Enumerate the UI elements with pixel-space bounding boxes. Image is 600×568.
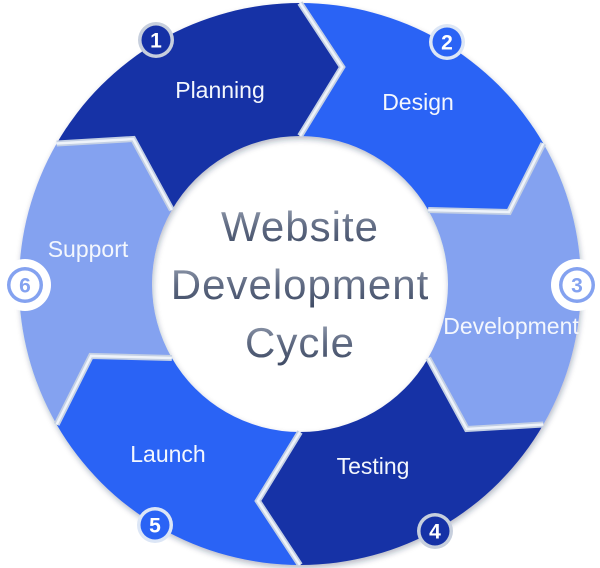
segment-separator-highlight [428, 142, 545, 214]
badge-circle [10, 270, 40, 300]
segment-separators [53, 1, 547, 567]
step-badge-3: 3 [551, 259, 600, 311]
segment-label-support: Support [48, 236, 129, 262]
step-badge-4: 4 [417, 513, 453, 549]
segment-separator-highlight [256, 431, 302, 566]
segment-support [19, 139, 172, 425]
title-line-1: Website [221, 203, 379, 250]
badge-number: 1 [150, 30, 162, 53]
segment-label-planning: Planning [175, 77, 265, 103]
segment-planning [56, 3, 343, 210]
segment-launch [56, 355, 301, 565]
step-badge-5: 5 [137, 507, 173, 543]
badge-number: 3 [571, 275, 583, 298]
badge-circle [432, 27, 462, 57]
title-line-3: Cycle [245, 319, 355, 366]
segment-design [300, 3, 544, 213]
cycle-ring [19, 3, 581, 565]
step-badge-6: 6 [0, 259, 51, 311]
segment-label-testing: Testing [337, 453, 410, 479]
badge-number: 6 [19, 275, 31, 298]
segment-label-design: Design [382, 89, 454, 115]
center-title: Website Development Cycle [171, 203, 429, 366]
segment-development [428, 143, 581, 429]
segment-separator-highlight [56, 137, 173, 211]
segment-label-development: Development [443, 313, 579, 339]
segment-separator-highlight [427, 357, 544, 431]
segment-label-launch: Launch [130, 441, 205, 467]
badge-number: 4 [429, 521, 441, 544]
badge-circle [141, 25, 171, 55]
badge-circle [562, 270, 592, 300]
step-badge-1: 1 [138, 22, 174, 58]
segment-separator-highlight [55, 354, 172, 426]
segment-testing [257, 358, 544, 565]
badge-circle [420, 516, 450, 546]
badge-number: 2 [441, 32, 453, 55]
segment-separator-highlight [298, 2, 344, 137]
step-badges: 1 2 3 4 5 6 [0, 22, 600, 549]
badge-number: 5 [149, 515, 161, 538]
step-badge-2: 2 [429, 24, 465, 60]
badge-circle [140, 510, 170, 540]
title-line-2: Development [171, 261, 429, 308]
